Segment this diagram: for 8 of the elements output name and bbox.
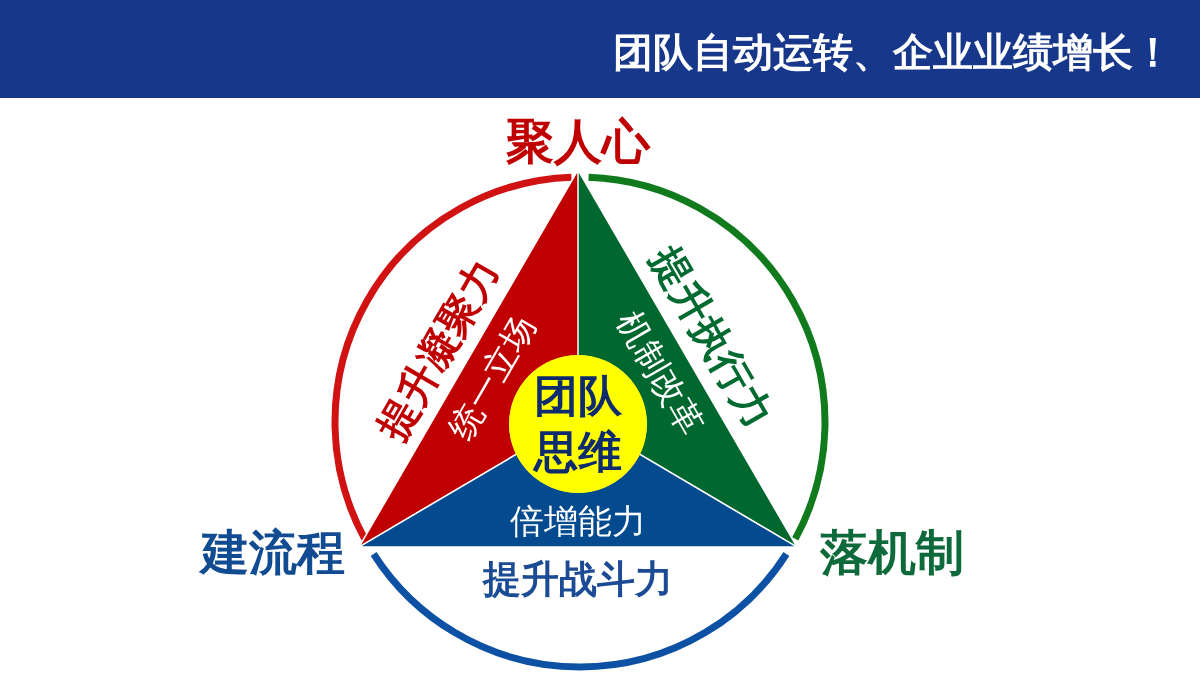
segment-caption: 提升战斗力 bbox=[483, 560, 673, 598]
vertex-label: 聚人心 bbox=[506, 118, 650, 166]
triangle-segment bbox=[578, 170, 797, 547]
segment-label: 倍增能力 bbox=[510, 504, 646, 538]
vertex-label: 落机制 bbox=[820, 529, 964, 577]
title: 团队自动运转、企业业绩增长！ bbox=[613, 30, 1173, 74]
vertex-label: 建流程 bbox=[201, 529, 345, 577]
triangle-segment bbox=[359, 170, 578, 547]
